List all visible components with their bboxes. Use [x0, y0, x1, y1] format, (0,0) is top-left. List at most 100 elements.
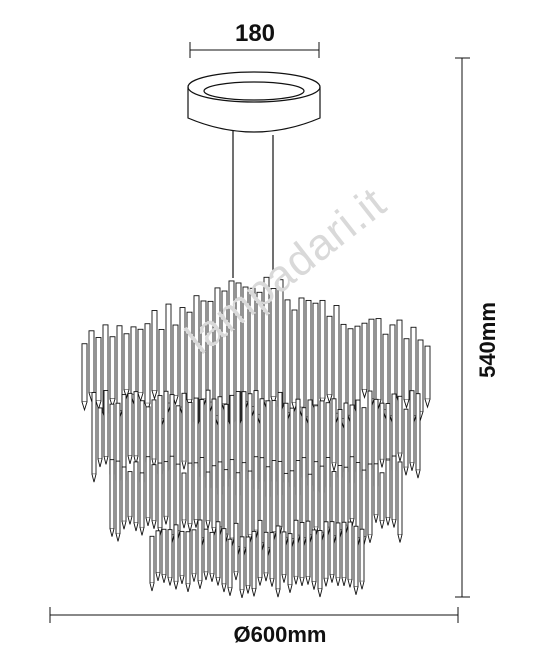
- crystal-prism: [191, 529, 197, 582]
- crystal-prism: [175, 405, 181, 473]
- top-width-label: 180: [234, 20, 276, 47]
- crystal-prism: [291, 309, 298, 413]
- crystal-prism: [211, 465, 217, 536]
- ceiling-canopy: [187, 71, 321, 133]
- crystal-prism: [379, 472, 385, 529]
- crystal-prism: [109, 459, 115, 537]
- crystal-prism: [103, 390, 109, 465]
- crystal-prism: [155, 530, 161, 582]
- crystal-prism: [298, 297, 305, 417]
- crystal-prism: [271, 460, 277, 541]
- crystal-prism: [221, 528, 227, 593]
- crystal-prism: [181, 392, 187, 470]
- crystal-prism: [239, 536, 245, 599]
- crystal-prism: [373, 463, 379, 523]
- crystal-prism: [97, 407, 103, 468]
- crystal-prism: [347, 521, 353, 588]
- crystal-prism: [361, 322, 368, 399]
- crystal-prism: [121, 466, 127, 530]
- crystal-prism: [323, 521, 329, 587]
- crystal-prism: [205, 471, 211, 529]
- crystal-prism: [284, 299, 291, 423]
- crystal-prism: [133, 461, 139, 532]
- crystal-prism: [311, 529, 317, 590]
- crystal-prism: [305, 520, 311, 585]
- crystal-prism: [319, 465, 325, 541]
- crystal-prism: [233, 522, 239, 581]
- crystal-prism: [313, 461, 319, 536]
- crystal-prism: [137, 328, 144, 403]
- crystal-prism: [185, 531, 191, 593]
- crystal-prism: [151, 399, 157, 468]
- crystal-prism: [187, 402, 193, 473]
- crystal-prism: [269, 532, 275, 587]
- crystal-prisms: [81, 276, 431, 599]
- crystal-prism: [173, 524, 179, 590]
- crystal-prism: [187, 462, 193, 532]
- crystal-prism: [109, 336, 116, 409]
- crystal-prism: [312, 302, 319, 415]
- crystal-prism: [403, 408, 409, 476]
- crystal-prism: [359, 528, 365, 590]
- crystal-prism: [379, 402, 385, 468]
- crystal-prism: [319, 299, 326, 408]
- crystal-prism: [299, 521, 305, 586]
- crystal-prism: [335, 522, 341, 587]
- crystal-prism: [349, 456, 355, 527]
- crystal-prism: [396, 319, 403, 407]
- crystal-prism: [277, 460, 283, 535]
- crystal-prism: [193, 462, 199, 528]
- crystal-prism: [253, 456, 259, 539]
- crystal-prism: [326, 315, 333, 405]
- crystal-prism: [257, 519, 263, 586]
- crystal-prism: [275, 525, 281, 598]
- crystal-prism: [281, 531, 287, 583]
- crystal-prism: [367, 463, 373, 543]
- crystal-prism: [293, 519, 299, 585]
- crystal-prism: [287, 533, 293, 593]
- crystal-prism: [95, 337, 102, 411]
- suspension-rods: [232, 131, 274, 278]
- crystal-prism: [127, 471, 133, 525]
- crystal-prism: [367, 390, 373, 476]
- crystal-prism: [263, 531, 269, 582]
- crystal-prism: [181, 472, 187, 529]
- crystal-prism: [144, 323, 151, 413]
- crystal-prism: [151, 310, 158, 401]
- crystal-prism: [151, 464, 157, 529]
- crystal-prism: [81, 343, 88, 412]
- crystal-prism: [209, 531, 215, 582]
- crystal-prism: [115, 460, 121, 542]
- height-label-text: 540mm: [475, 302, 500, 378]
- crystal-prism: [133, 391, 139, 465]
- crystal-prism: [227, 538, 233, 596]
- crystal-prism: [403, 338, 410, 410]
- crystal-prism: [229, 459, 235, 547]
- crystal-prism: [331, 398, 337, 471]
- crystal-prism: [329, 521, 335, 583]
- crystal-prism: [245, 536, 251, 594]
- crystal-prism: [88, 330, 95, 403]
- crystal-prism: [415, 393, 421, 479]
- crystal-prism: [251, 530, 257, 597]
- crystal-prism: [203, 528, 209, 581]
- crystal-prism: [157, 462, 163, 536]
- crystal-prism: [91, 392, 97, 483]
- crystal-prism: [317, 530, 323, 598]
- crystal-prism: [409, 390, 415, 471]
- crystal-prism: [167, 529, 173, 586]
- height-dimension-line: [455, 57, 470, 598]
- diameter-label: Ø600mm: [233, 622, 327, 647]
- top-dimension-line: [189, 42, 320, 58]
- crystal-prism: [149, 535, 155, 592]
- crystal-prism: [397, 395, 403, 462]
- crystal-prism: [172, 324, 179, 406]
- crystal-prism: [424, 345, 431, 409]
- diameter-dimension-line: [49, 607, 459, 623]
- crystal-prism: [391, 455, 397, 528]
- crystal-prism: [385, 459, 391, 526]
- crystal-prism: [385, 403, 391, 468]
- crystal-prism: [163, 461, 169, 525]
